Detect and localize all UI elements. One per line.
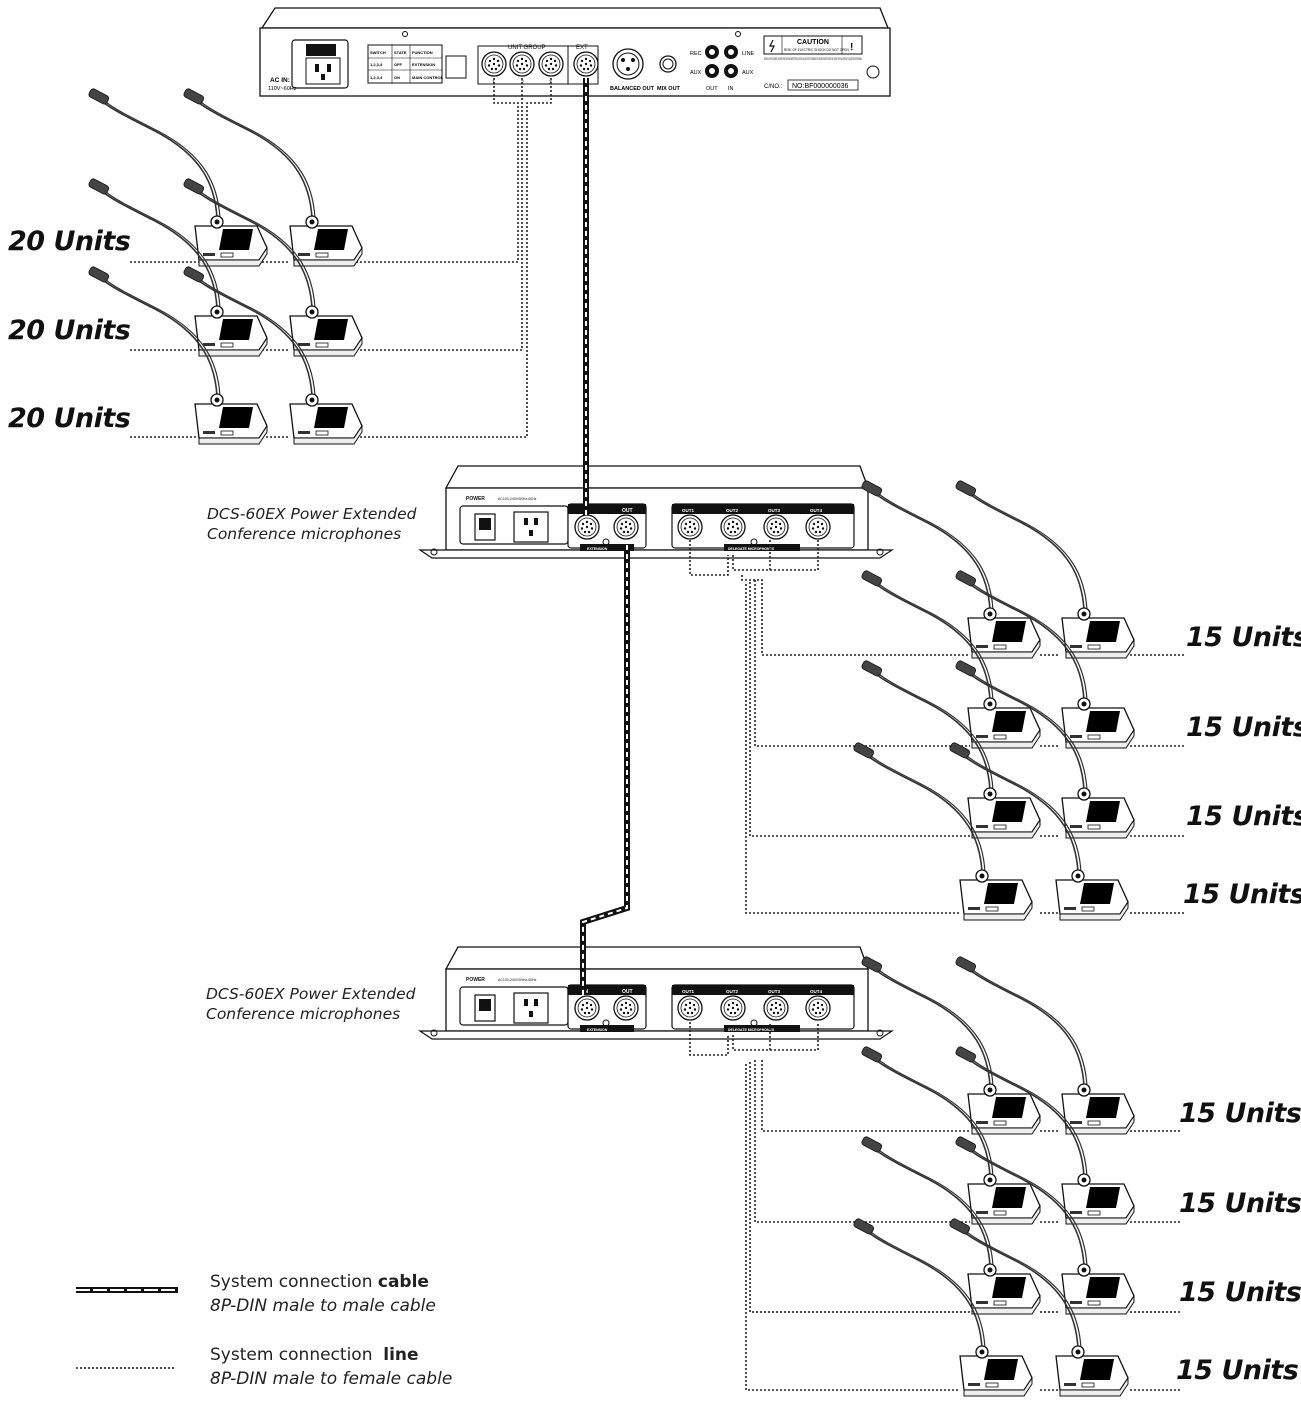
aux-left-label: AUX: [690, 70, 702, 76]
extender-2-out3-label: OUT3: [768, 989, 780, 994]
units-label-ext1-4: 15 Units: [1183, 879, 1301, 910]
aux-right-label: AUX: [742, 70, 754, 76]
extender-2-extension-label: EXTENSION: [587, 1028, 608, 1032]
extender-1-caption-line2: Conference microphones: [207, 525, 402, 543]
units-label-left-1: 20 Units: [8, 226, 131, 257]
units-label-ext2-2: 15 Units: [1179, 1188, 1301, 1219]
extender-1-power: POWER: [466, 496, 485, 502]
ext-port: [573, 51, 599, 77]
switch-table-cell: FUNCTION: [412, 50, 433, 55]
units-label-ext2-1: 15 Units: [1179, 1098, 1301, 1129]
extender-2-out2-label: OUT2: [726, 989, 738, 994]
cno-label: C/NO.:: [764, 84, 783, 90]
mix-out-label: MIX OUT: [657, 86, 681, 92]
legend-line-bold: line: [383, 1345, 419, 1365]
ext-label: EXT: [576, 45, 588, 51]
extender-2-out-label: OUT: [622, 989, 633, 995]
out-label: OUT: [706, 86, 718, 92]
extender-1-extension-label: EXTENSION: [587, 547, 608, 551]
main-control-unit: AC IN: 110V~60Hz SWITCH STATE FUNCTION 1,2,…: [259, 7, 891, 97]
extender-2-caption: DCS-60EX Power Extended Conference micro…: [206, 984, 416, 1024]
extender-1-out4-label: OUT4: [810, 508, 822, 513]
extender-1-out3-label: OUT3: [768, 508, 780, 513]
extender-1-caption: DCS-60EX Power Extended Conference micro…: [207, 504, 417, 544]
switch-table-cell: SWITCH: [370, 50, 386, 55]
extender-2-out1-label: OUT1: [682, 989, 694, 994]
switch-table-cell: MAIN CONTROL: [412, 75, 444, 80]
extender-2-microphone-group: [852, 954, 1135, 1397]
extender-1-out1-label: OUT1: [682, 508, 694, 513]
system-lines: [130, 78, 1185, 1391]
microphone-unit: [860, 478, 1041, 659]
extender-1-out2-label: OUT2: [726, 508, 738, 513]
switch-table-cell: 1,2,3,4: [370, 75, 383, 80]
legend-cable-desc: 8P-DIN male to male cable: [210, 1296, 436, 1316]
svg-text:!: !: [850, 42, 853, 53]
extender-1-delegate-label: DELEGATE MICROPHONES: [728, 547, 775, 551]
system-cables: [580, 78, 630, 995]
units-label-left-3: 20 Units: [8, 403, 131, 434]
rec-label: REC: [690, 51, 702, 57]
rca-jacks: [705, 45, 738, 78]
legend-line-text: System connection line 8P-DIN male to fe…: [210, 1343, 452, 1391]
unit-group-port-3: [538, 51, 564, 77]
unit-group-label: UNIT GROUP: [508, 45, 546, 51]
extender-1-out-label: OUT: [622, 508, 633, 514]
switch-table-cell: STATE: [394, 50, 407, 55]
in-label: IN: [728, 86, 734, 92]
extender-2-out4-label: OUT4: [810, 989, 822, 994]
legend-cable-prefix: System connection: [210, 1272, 378, 1292]
switch-table-cell: OFF: [394, 62, 403, 67]
extender-1-power-spec: AC100-240V/50Hz-60Hz: [498, 497, 537, 501]
units-label-ext1-1: 15 Units: [1186, 622, 1301, 653]
extender-2-power-spec: AC100-240V/50Hz-60Hz: [498, 978, 537, 982]
extender-1-caption-line1: DCS-60EX Power Extended: [207, 505, 417, 523]
legend-cable-text: System connection cable 8P-DIN male to m…: [210, 1270, 436, 1318]
microphone-unit: [860, 1044, 1041, 1225]
unit-group-port-1: [481, 51, 507, 77]
switch-table-cell: EXTENSION: [412, 62, 435, 67]
legend-cable-bold: cable: [377, 1272, 429, 1292]
switch-table-cell: 1,2,3,4: [370, 62, 383, 67]
units-label-ext1-2: 15 Units: [1186, 712, 1301, 743]
units-label-ext2-3: 15 Units: [1179, 1277, 1301, 1308]
extender-2-power: POWER: [466, 977, 485, 983]
ac-in-label: AC IN:: [270, 77, 290, 84]
legend-line-desc: 8P-DIN male to female cable: [210, 1369, 453, 1389]
unit-group-port-2: [509, 51, 535, 77]
extender-2-caption-line2: Conference microphones: [206, 1005, 401, 1023]
switch-table-cell: ON: [394, 75, 400, 80]
warning-text: WARNING: LEAVE THE EQUIPMENT TWO WAYS FR…: [764, 57, 862, 61]
extender-2-caption-line1: DCS-60EX Power Extended: [206, 985, 416, 1003]
units-label-ext1-3: 15 Units: [1186, 801, 1301, 832]
left-microphone-group: [87, 86, 363, 445]
microphone-unit: [860, 954, 1041, 1135]
balanced-out-label: BALANCED OUT: [610, 86, 655, 92]
microphone-unit: [860, 568, 1041, 749]
units-label-ext2-4: 15 Units: [1176, 1355, 1299, 1386]
extender-1-microphone-group: [852, 478, 1135, 921]
legend-line-prefix: System connection: [210, 1345, 384, 1365]
ac-voltage-label: 110V~60Hz: [268, 86, 297, 92]
cno-value: NO:BF000000036: [792, 83, 849, 90]
caution-subtitle: RISK OF ELECTRIC SHOCK DO NOT OPEN: [784, 48, 849, 52]
units-label-left-2: 20 Units: [8, 315, 131, 346]
line-label: LINE: [742, 51, 755, 57]
extender-2-delegate-label: DELEGATE MICROPHONES: [728, 1028, 775, 1032]
caution-title: CAUTION: [797, 39, 829, 46]
